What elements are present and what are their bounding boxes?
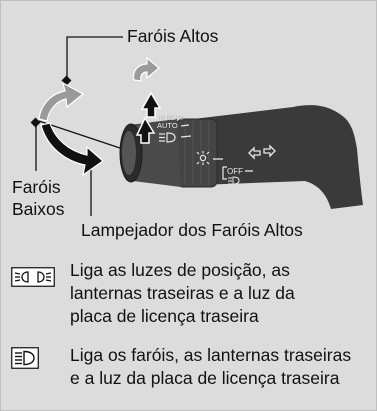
turn-signal-lever: HI BEAM AUTO: [119, 105, 363, 209]
flash-label: Lampejador dos Faróis Altos: [81, 220, 303, 240]
legend-item-parking-lights: Liga as luzes de posição, as lanternas t…: [70, 259, 295, 328]
headlights-icon: [11, 347, 39, 369]
auto-marking: AUTO: [157, 121, 178, 130]
low-beam-label-line2: Baixos: [12, 199, 65, 219]
legend-parking-line-1: Liga as luzes de posição, as: [70, 260, 290, 280]
flash-arrow-lower: [135, 116, 156, 144]
low-beam-arrow: [40, 122, 104, 177]
parking-lights-icon: [11, 267, 55, 287]
flash-arrow-upper: [140, 91, 162, 118]
headlight-switch-diagram: HI BEAM AUTO: [30, 36, 363, 216]
lever-headlight-symbol: [159, 132, 176, 143]
legend-headlights-line-1: Liga os faróis, as lanternas traseiras: [70, 345, 352, 365]
push-curved-arrow: [133, 56, 160, 82]
callout-lines: [35, 36, 130, 216]
lever-parking-symbol: [196, 151, 210, 165]
off-marking: OFF: [227, 167, 243, 176]
legend-headlights-line-2: e a luz da placa de licença traseira: [70, 368, 340, 388]
low-beam-label-line1: Faróis: [12, 177, 61, 197]
legend-item-headlights: Liga os faróis, as lanternas traseiras e…: [70, 344, 351, 390]
legend-parking-line-2: lanternas traseiras e a luz da: [70, 283, 295, 303]
legend-parking-line-3: placa de licença traseira: [70, 306, 259, 326]
svg-text:HI BEAM: HI BEAM: [159, 116, 184, 122]
high-beam-arrow: [38, 81, 85, 122]
high-beam-label: Faróis Altos: [127, 26, 219, 46]
turn-signal-arrows: [248, 144, 276, 160]
